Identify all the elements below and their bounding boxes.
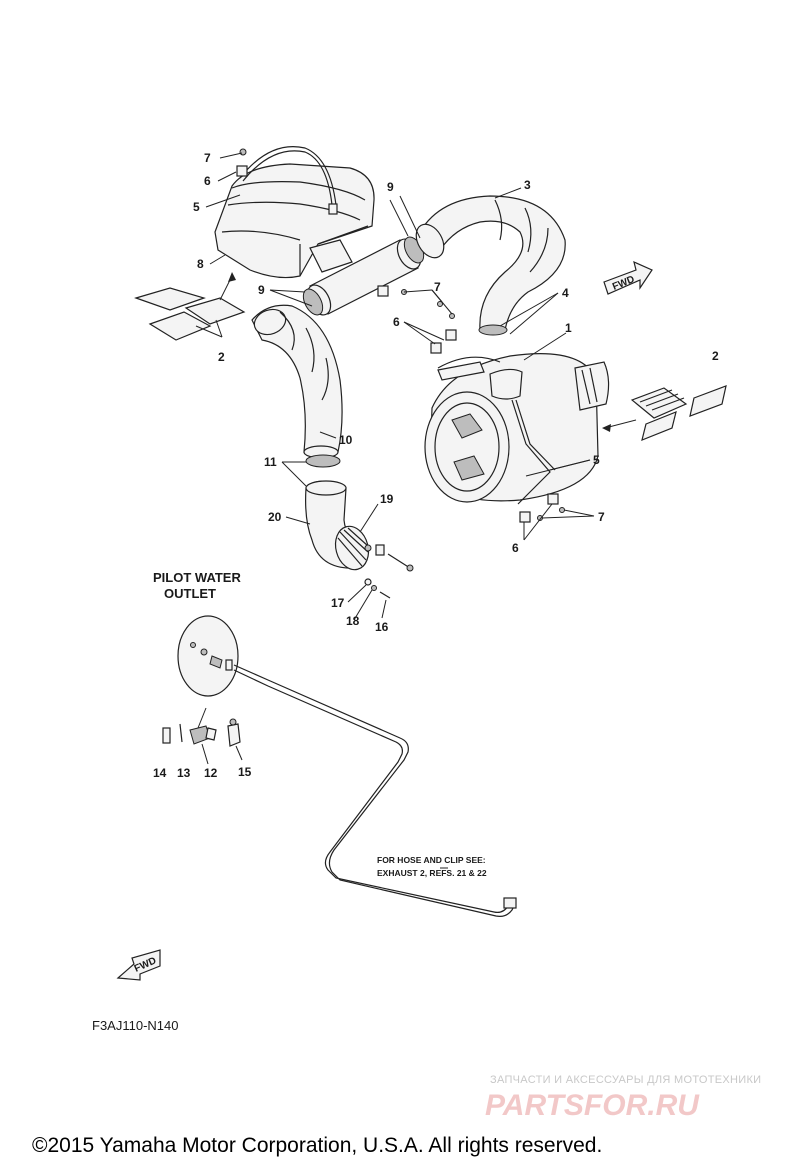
- label-19: 19: [380, 492, 394, 506]
- small-parts-12-15: [162, 718, 241, 747]
- label-7-top: 7: [204, 151, 211, 165]
- label-2-right: 2: [712, 349, 719, 363]
- label-9-left: 9: [258, 283, 265, 297]
- label-5-right: 5: [593, 453, 600, 467]
- label-17: 17: [331, 596, 345, 610]
- label-2-left: 2: [218, 350, 225, 364]
- label-7-right: 7: [598, 510, 605, 524]
- joint-20: [305, 480, 370, 571]
- fwd-arrow-upper: FWD: [603, 260, 653, 295]
- label-12: 12: [204, 766, 218, 780]
- label-20: 20: [268, 510, 282, 524]
- label-1: 1: [565, 321, 572, 335]
- label-7-mid: 7: [434, 280, 441, 294]
- label-6-right: 6: [512, 541, 519, 555]
- pilot-note-line2: OUTLET: [164, 586, 216, 601]
- diagram-code: F3AJ110-N140: [92, 1018, 178, 1033]
- label-3: 3: [524, 178, 531, 192]
- watermark-brand: PARTSFOR.RU: [485, 1089, 700, 1122]
- label-4: 4: [562, 286, 569, 300]
- hose-note-line1: FOR HOSE AND CLIP SEE:: [377, 855, 486, 865]
- label-6-top: 6: [204, 174, 211, 188]
- label-9-top: 9: [387, 180, 394, 194]
- pilot-outlet-detail: [177, 615, 517, 917]
- label-10: 10: [339, 433, 353, 447]
- mat-set-left: [134, 272, 246, 341]
- label-11: 11: [264, 455, 277, 469]
- water-box: [424, 353, 610, 505]
- label-16: 16: [375, 620, 389, 634]
- label-5-top: 5: [193, 200, 200, 214]
- hose-note-line2: EXHAUST 2, REFS. 21 & 22: [377, 868, 487, 878]
- elbow-hose-3: [415, 195, 566, 336]
- label-14: 14: [153, 766, 167, 780]
- label-15: 15: [238, 765, 252, 779]
- label-18: 18: [346, 614, 360, 628]
- label-13: 13: [177, 766, 191, 780]
- intake-hose-short: [302, 236, 425, 316]
- fwd-arrow-lower: FWD: [116, 949, 161, 981]
- muffler-box: [214, 146, 375, 279]
- fwd-label-upper: FWD: [611, 274, 636, 293]
- label-6-mid: 6: [393, 315, 400, 329]
- watermark-tagline: ЗАПЧАСТИ И АКСЕССУАРЫ ДЛЯ МОТОТЕХНИКИ: [490, 1074, 761, 1086]
- leader-lines: [195, 152, 595, 869]
- copyright-notice: ©2015 Yamaha Motor Corporation, U.S.A. A…: [32, 1134, 602, 1157]
- bolt-group-19: [364, 544, 414, 599]
- label-8: 8: [197, 257, 204, 271]
- mat-set-right: [602, 385, 727, 441]
- pilot-note-line1: PILOT WATER: [153, 570, 241, 585]
